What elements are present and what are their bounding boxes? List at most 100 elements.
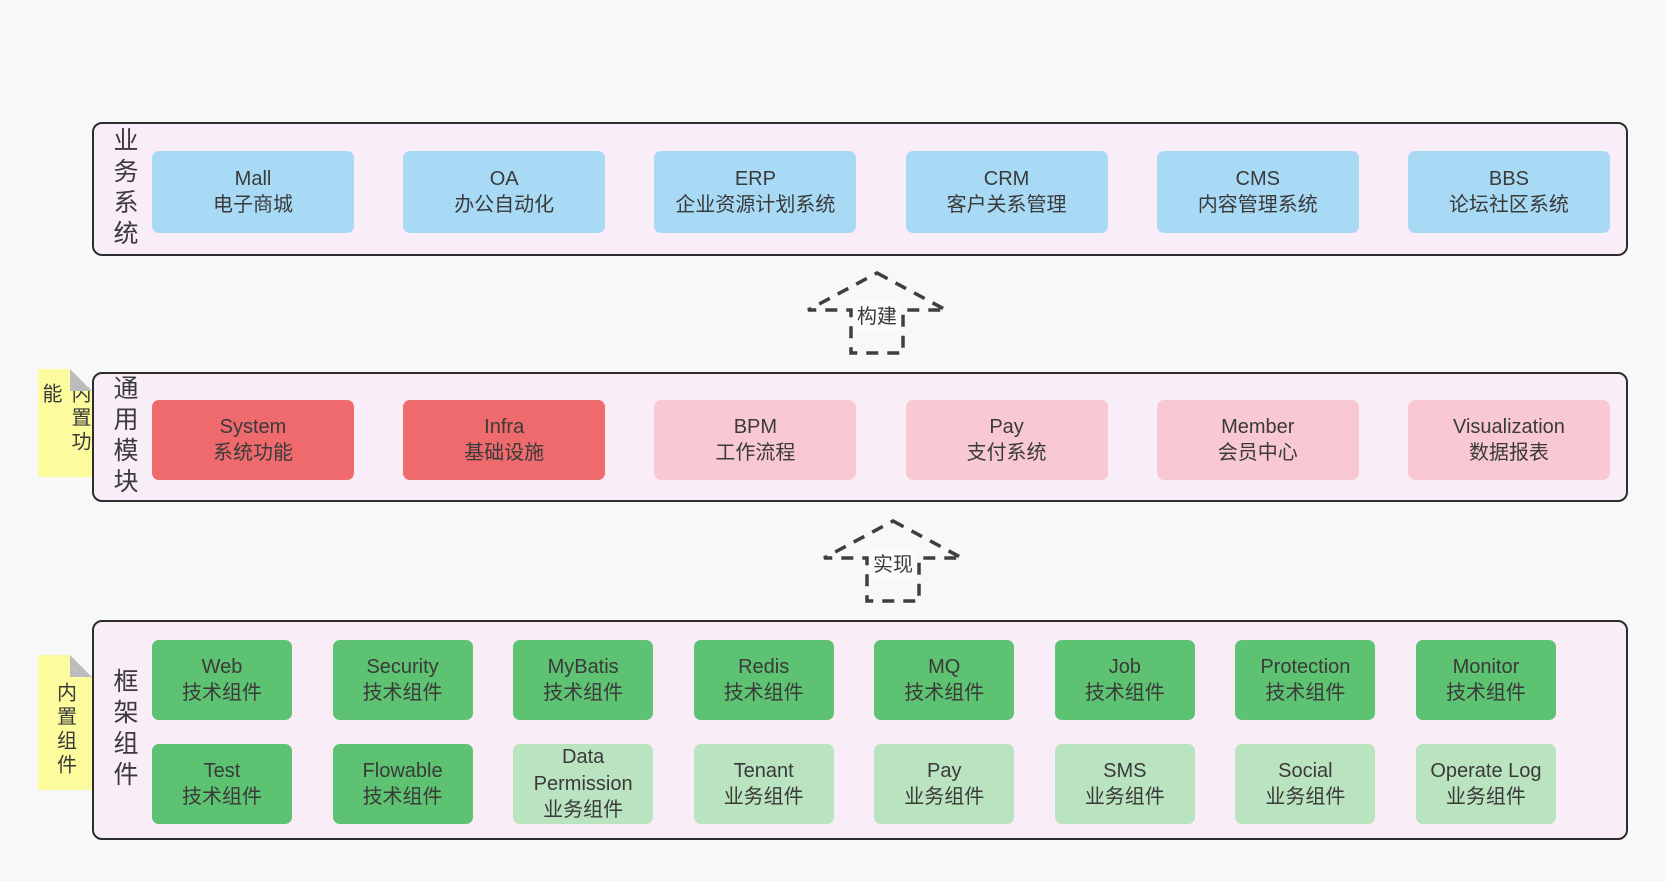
node-name: Operate Log: [1430, 759, 1542, 782]
node-operate-log[interactable]: Operate Log 业务组件: [1415, 744, 1556, 824]
node-name: Web: [201, 655, 243, 678]
node-tenant[interactable]: Tenant 业务组件: [693, 744, 834, 824]
layer-title-modules: 通用模块: [110, 375, 138, 499]
node-subtitle: 技术组件: [1084, 682, 1165, 704]
node-name: Redis: [738, 655, 790, 678]
node-bbs[interactable]: BBS 论坛社区系统: [1407, 151, 1610, 233]
node-subtitle: 工作流程: [715, 442, 796, 464]
node-subtitle: 业务组件: [1084, 786, 1165, 808]
node-job[interactable]: Job 技术组件: [1054, 640, 1195, 720]
node-name: Flowable: [362, 759, 443, 782]
node-redis[interactable]: Redis 技术组件: [693, 640, 834, 720]
node-subtitle: 业务组件: [543, 799, 624, 822]
node-subtitle: 业务组件: [723, 786, 804, 808]
arrow-label: 实现: [873, 553, 913, 576]
node-name: SMS: [1103, 759, 1147, 782]
node-pay-component[interactable]: Pay 业务组件: [874, 744, 1015, 824]
node-subtitle: 客户关系管理: [946, 194, 1067, 216]
arrow-build[interactable]: 构建: [805, 270, 949, 356]
node-protection[interactable]: Protection 技术组件: [1235, 640, 1376, 720]
folded-corner-icon: [70, 655, 92, 677]
node-subtitle: 内容管理系统: [1197, 194, 1318, 216]
node-mall[interactable]: Mall 电子商城: [152, 151, 354, 233]
node-bpm[interactable]: BPM 工作流程: [654, 400, 857, 480]
container-common-modules[interactable]: 通用模块 System 系统功能 Infra 基础设施 BPM 工作流程 Pay…: [92, 372, 1628, 502]
node-name: Test: [203, 759, 241, 782]
layer-title-business: 业务系统: [110, 127, 138, 251]
node-name: Social: [1278, 759, 1333, 782]
node-subtitle: 数据报表: [1468, 442, 1549, 464]
node-name: System: [219, 415, 287, 438]
node-name: Tenant: [733, 759, 794, 782]
node-subtitle: 技术组件: [1445, 682, 1526, 704]
node-subtitle: 技术组件: [1265, 682, 1346, 704]
arrow-implement[interactable]: 实现: [821, 518, 965, 604]
node-name: Pay: [927, 759, 962, 782]
node-subtitle: 技术组件: [362, 786, 443, 808]
arrow-up-outline: [807, 271, 947, 355]
node-subtitle: 基础设施: [464, 442, 545, 464]
node-name: Infra: [484, 415, 525, 438]
node-name: CRM: [983, 167, 1030, 190]
node-crm[interactable]: CRM 客户关系管理: [905, 151, 1108, 233]
node-social[interactable]: Social 业务组件: [1235, 744, 1376, 824]
node-system[interactable]: System 系统功能: [152, 400, 354, 480]
node-pay-module[interactable]: Pay 支付系统: [905, 400, 1108, 480]
arrow-label-plate: [869, 549, 917, 579]
note-text: 内置组件: [53, 681, 76, 778]
node-subtitle: 会员中心: [1217, 442, 1298, 464]
node-oa[interactable]: OA 办公自动化: [403, 151, 606, 233]
arrow-label-plate: [853, 301, 901, 331]
node-infra[interactable]: Infra 基础设施: [403, 400, 606, 480]
note-built-in-components[interactable]: 内置组件: [38, 655, 92, 790]
node-data-permission[interactable]: Data Permission 业务组件: [513, 744, 654, 824]
node-subtitle: 技术组件: [362, 682, 443, 704]
node-subtitle: 技术组件: [904, 682, 985, 704]
node-subtitle: 技术组件: [723, 682, 804, 704]
node-name: Pay: [989, 415, 1024, 438]
node-security[interactable]: Security 技术组件: [332, 640, 473, 720]
node-subtitle: 系统功能: [213, 442, 293, 464]
node-subtitle: 电子商城: [213, 194, 293, 216]
note-built-in-features[interactable]: 内置功能: [38, 369, 92, 477]
node-web[interactable]: Web 技术组件: [152, 640, 292, 720]
node-subtitle: 业务组件: [1265, 786, 1346, 808]
node-member[interactable]: Member 会员中心: [1156, 400, 1359, 480]
node-name: CMS: [1235, 167, 1280, 190]
node-name: Mall: [234, 167, 272, 190]
node-name: Monitor: [1452, 655, 1520, 678]
node-subtitle: 企业资源计划系统: [675, 194, 836, 216]
node-sms[interactable]: SMS 业务组件: [1054, 744, 1195, 824]
node-name: BBS: [1488, 167, 1529, 190]
node-name: MyBatis: [547, 655, 619, 678]
node-subtitle: 论坛社区系统: [1448, 194, 1569, 216]
business-row: Mall 电子商城 OA 办公自动化 ERP 企业资源计划系统 CRM 客户关系…: [152, 151, 1610, 233]
node-subtitle: 技术组件: [182, 682, 262, 704]
node-visualization[interactable]: Visualization 数据报表: [1407, 400, 1610, 480]
node-name: Job: [1108, 655, 1141, 678]
arrow-up-outline: [823, 519, 963, 603]
modules-row: System 系统功能 Infra 基础设施 BPM 工作流程 Pay 支付系统…: [152, 400, 1610, 480]
node-name: MQ: [928, 655, 961, 678]
node-flowable[interactable]: Flowable 技术组件: [332, 744, 473, 824]
container-business-systems[interactable]: 业务系统 Mall 电子商城 OA 办公自动化 ERP 企业资源计划系统 CRM…: [92, 122, 1628, 256]
node-test[interactable]: Test 技术组件: [152, 744, 292, 824]
node-subtitle: 业务组件: [904, 786, 985, 808]
node-name: Security: [366, 655, 439, 678]
node-name: Protection: [1260, 655, 1351, 678]
container-framework-components[interactable]: 框架组件 Web 技术组件 Security 技术组件 MyBatis 技术组件…: [92, 620, 1628, 840]
node-name: Data Permission: [533, 746, 633, 795]
node-erp[interactable]: ERP 企业资源计划系统: [654, 151, 857, 233]
node-mq[interactable]: MQ 技术组件: [874, 640, 1015, 720]
node-cms[interactable]: CMS 内容管理系统: [1156, 151, 1359, 233]
node-subtitle: 业务组件: [1445, 786, 1526, 808]
node-subtitle: 技术组件: [543, 682, 624, 704]
node-name: ERP: [734, 167, 776, 190]
arrow-label: 构建: [857, 305, 897, 328]
node-name: OA: [489, 167, 519, 190]
node-subtitle: 办公自动化: [454, 194, 555, 216]
node-monitor[interactable]: Monitor 技术组件: [1415, 640, 1556, 720]
layer-title-framework: 框架组件: [110, 668, 138, 792]
node-mybatis[interactable]: MyBatis 技术组件: [513, 640, 654, 720]
